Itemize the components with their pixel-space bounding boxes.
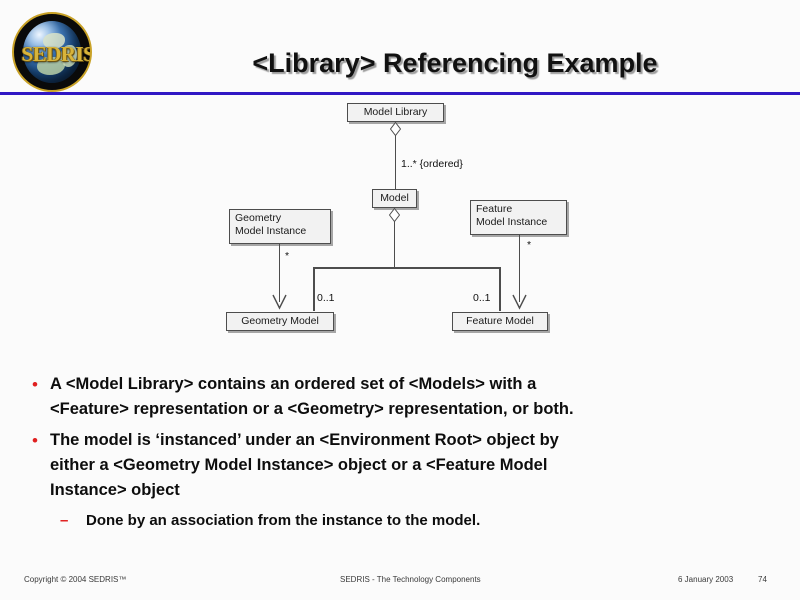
footer-center-text: SEDRIS - The Technology Components	[340, 575, 481, 584]
assoc-line-library-model	[395, 135, 396, 189]
uml-diagram: Model Library 1..* {ordered} Model 0.	[0, 96, 800, 344]
header-divider	[0, 92, 800, 95]
multiplicity-library-model: 1..* {ordered}	[401, 158, 463, 170]
multiplicity-feature-model: 0..1	[473, 292, 491, 304]
assoc-split-bar	[313, 267, 501, 269]
uml-box-feature-model-instance: Feature Model Instance	[470, 200, 567, 235]
aggregation-diamond-library	[390, 122, 401, 136]
bullet-item-1: • A <Model Library> contains an ordered …	[24, 372, 776, 422]
uml-box-line1: Feature	[476, 203, 513, 215]
uml-box-line2: Model Instance	[476, 216, 548, 228]
multiplicity-geometry-instance: *	[285, 250, 290, 262]
sub-bullet-text: Done by an association from the instance…	[86, 512, 481, 529]
bullet-marker: •	[32, 375, 38, 394]
assoc-line-feature-instance	[519, 235, 520, 302]
slide-body: • A <Model Library> contains an ordered …	[24, 372, 776, 533]
arrowhead-geometry-instance	[272, 294, 287, 315]
arrowhead-feature-instance	[512, 294, 527, 315]
bullet-line-1: The model is ‘instanced’ under an <Envir…	[50, 431, 559, 449]
bullet-line-2: <Feature> representation or a <Geometry>…	[50, 400, 574, 418]
sedris-logo: SEDRIS	[8, 12, 96, 92]
bullet-text: A <Model Library> contains an ordered se…	[50, 372, 776, 422]
uml-box-line2: Model Instance	[235, 225, 307, 237]
bullet-line-3: Instance> object	[50, 481, 180, 499]
uml-box-model: Model	[372, 189, 417, 208]
footer-page-number: 74	[758, 575, 767, 584]
footer-date: 6 January 2003	[678, 575, 734, 584]
assoc-line-model-split	[394, 221, 395, 268]
footer-copyright: Copyright © 2004 SEDRIS™	[24, 575, 127, 584]
logo-wordmark: SEDRIS	[21, 42, 92, 66]
multiplicity-feature-instance: *	[527, 239, 532, 251]
assoc-leg-geometry-model	[313, 267, 315, 311]
sub-bullet-item: – Done by an association from the instan…	[24, 509, 776, 533]
bullet-item-2: • The model is ‘instanced’ under an <Env…	[24, 428, 776, 503]
assoc-leg-feature-model	[499, 267, 501, 311]
assoc-line-geometry-instance	[279, 244, 280, 302]
multiplicity-geometry-model: 0..1	[317, 292, 335, 304]
uml-box-feature-model: Feature Model	[452, 312, 548, 331]
uml-box-geometry-model: Geometry Model	[226, 312, 334, 331]
slide-footer: Copyright © 2004 SEDRIS™ SEDRIS - The Te…	[0, 572, 800, 592]
bullet-text: The model is ‘instanced’ under an <Envir…	[50, 428, 776, 503]
aggregation-diamond-model	[389, 208, 400, 222]
sub-bullet-marker: –	[60, 512, 69, 529]
uml-box-model-library: Model Library	[347, 103, 444, 122]
globe-icon	[23, 21, 81, 83]
logo-ring: SEDRIS	[12, 12, 92, 92]
bullet-line-2: either a <Geometry Model Instance> objec…	[50, 456, 548, 474]
page-title: <Library> Referencing Example	[252, 48, 658, 78]
uml-box-line1: Geometry	[235, 212, 282, 224]
bullet-marker: •	[32, 431, 38, 450]
uml-box-geometry-model-instance: Geometry Model Instance	[229, 209, 331, 244]
bullet-line-1: A <Model Library> contains an ordered se…	[50, 375, 537, 393]
